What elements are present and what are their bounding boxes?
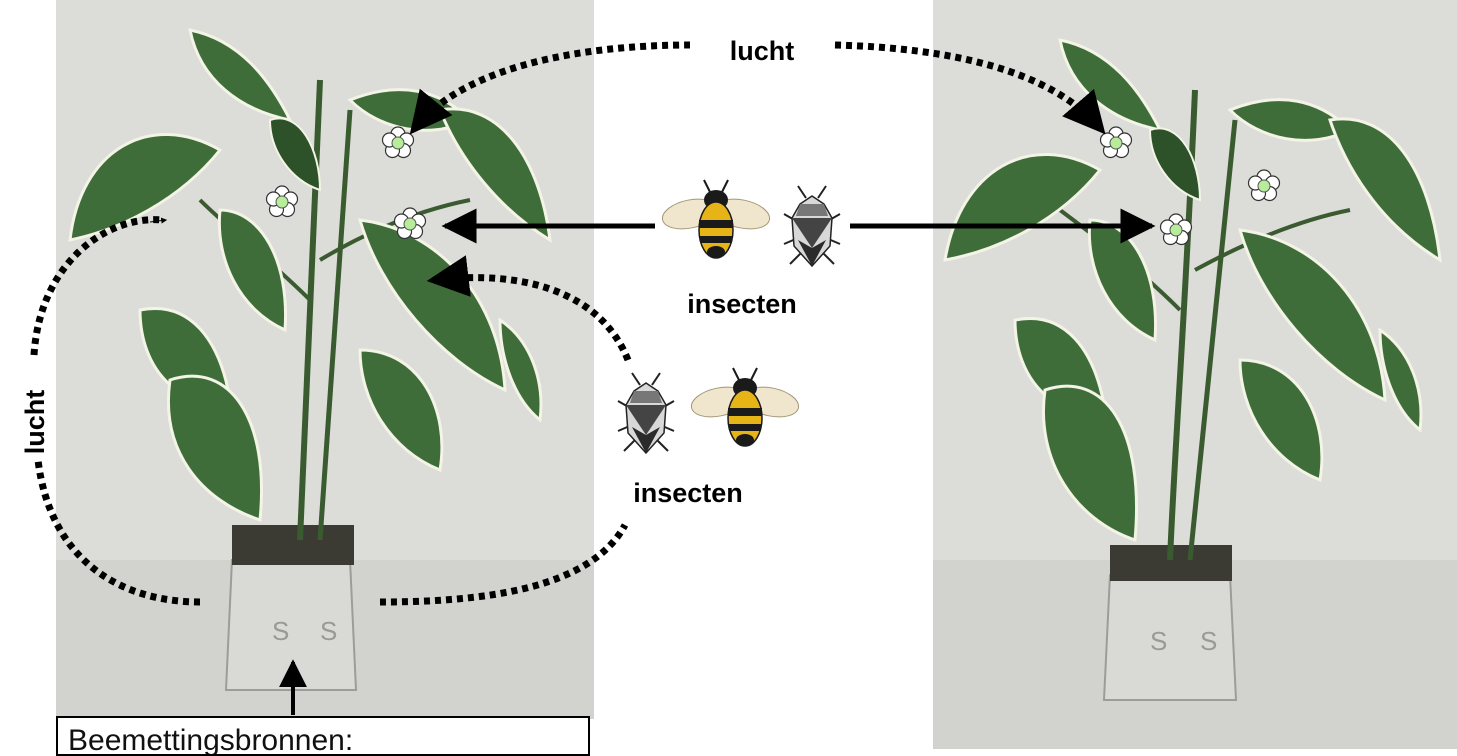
svg-text:S: S — [320, 616, 337, 646]
shield-bug-icon — [784, 186, 840, 266]
right-plant-photo: S S — [933, 0, 1457, 749]
svg-text:S: S — [1200, 626, 1217, 656]
svg-text:S: S — [1150, 626, 1167, 656]
shield-bug-icon — [618, 373, 674, 453]
emission-source-box: Beemettingsbronnen: — [56, 716, 590, 756]
label-insecten-lower: insecten — [633, 478, 743, 508]
label-lucht-top: lucht — [730, 36, 795, 66]
label-lucht-left: lucht — [20, 390, 50, 455]
bumblebee-icon — [660, 180, 773, 258]
bumblebee-icon — [689, 368, 802, 446]
emission-source-label: Beemettingsbronnen: — [68, 724, 353, 756]
svg-text:S: S — [272, 616, 289, 646]
left-plant-photo: S S — [56, 0, 594, 719]
label-insecten-upper: insecten — [687, 289, 797, 319]
